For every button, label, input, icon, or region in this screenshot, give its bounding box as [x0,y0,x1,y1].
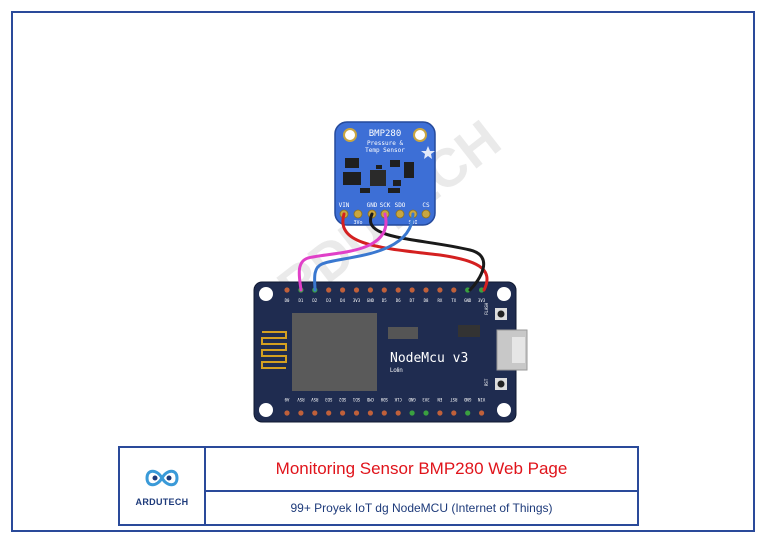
board-bottom-pin-label: GND [464,397,472,402]
wire-black-gnd [368,212,486,292]
board-bottom-pin [381,410,387,416]
page-frame [11,11,755,532]
board-top-pin-label: D6 [396,298,401,303]
board-top-pin [353,287,360,293]
board-bottom-pin-label: RST [450,397,458,402]
page-title: Monitoring Sensor BMP280 Web Page [206,448,637,492]
board-top-pin [451,287,457,293]
board-top-pin [409,287,415,293]
board-top-pin [326,287,332,293]
board-top-pin-label: 3V3 [478,298,486,303]
board-top-pin-label: RX [437,298,442,303]
sensor-pin-gnd: GND [367,202,378,209]
board-bottom-pin [465,410,471,416]
page-subtitle: 99+ Proyek IoT dg NodeMCU (Internet of T… [290,500,553,515]
board-bottom-pin [437,410,443,416]
sensor-pin-3vo: 3Vo [353,220,362,226]
board-top-pin-label: TX [451,298,456,303]
board-bottom-pin [284,410,290,416]
board-top-pin-label: GND [367,298,375,303]
board-top-pin-label: D7 [410,298,415,303]
board-bottom-pin-label: SD3 [325,397,333,402]
board-bottom-pin [409,410,415,416]
board-top-pin-label: D1 [298,298,303,303]
board-bottom-pin [367,410,373,416]
board-bottom-pin-label: CLK [394,397,402,402]
board-bottom-pin [479,410,485,416]
board-bottom-pin [326,410,332,416]
board-name: NodeMcu v3 [390,351,468,366]
board-bottom-pin [353,410,360,416]
board-top-pin-label: D0 [285,298,290,303]
sensor-name: BMP280 [369,129,402,139]
board-bottom-pin [423,410,429,416]
nodemcu-board: NodeMcu v3 Lolin FLASH RST D0 D1 D2 D3 D4 3V3… [253,281,528,423]
board-bottom-pin [340,410,346,416]
board-bottom-pin-label: 3V3 [422,397,430,402]
board-bottom-pin-label: SD0 [380,397,388,402]
logo-text: ARDUTECH [135,497,189,507]
board-top-pin-label: D8 [424,298,429,303]
board-bottom-pin-label: A0 [284,397,289,402]
logo: ARDUTECH [120,448,206,524]
bmp280-module: BMP280 Pressure & Temp Sensor VIN GND SC… [334,121,436,226]
board-bottom-pin-label: EN [437,397,442,402]
wire-blue-sda [313,212,415,292]
board-bottom-pin-label: VIN [477,397,485,402]
board-top-pin [367,287,373,293]
board-top-pin [284,287,290,293]
board-top-pin [479,287,485,293]
wires [297,212,489,292]
board-bottom-pin-label: SD2 [338,397,346,402]
sensor-pin-vin: VIN [339,202,350,209]
star-icon [421,146,435,159]
board-top-pin-label: GND [464,298,472,303]
board-bottom-pin [312,410,318,416]
board-bottom-pin [298,410,304,416]
board-top-pin [381,287,387,293]
sensor-pin-sdo: SDO [395,202,406,209]
board-top-pin [340,287,346,293]
board-top-pin [395,287,401,293]
board-bottom-pin-label: CMD [366,397,374,402]
title-area: Monitoring Sensor BMP280 Web Page 99+ Pr… [206,448,637,524]
board-top-pin-label: D4 [340,298,345,303]
board-bottom-pin-label: GND [408,397,416,402]
board-bottom-pin [451,410,457,416]
sensor-line2: Temp Sensor [365,147,405,154]
sensor-pin-sck: SCK [380,202,391,209]
rst-label: RST [484,378,489,386]
board-top-pin [465,287,471,293]
flash-label: FLASH [484,302,489,315]
sensor-pin-cs: CS [422,202,430,209]
board-top-pin-label: D2 [312,298,317,303]
board-top-pin-label: D5 [382,298,387,303]
board-vendor: Lolin [390,368,403,374]
board-top-pin [437,287,443,293]
board-top-pin-label: D3 [326,298,331,303]
wire-magenta-scl [297,212,388,292]
board-top-pin-label: 3V3 [353,298,361,303]
board-bottom-pin-label: RSV [311,397,319,402]
board-bottom-pin-label: RSV [297,397,305,402]
ardutech-logo-icon [145,469,179,487]
board-bottom-pin-label: SD1 [352,397,360,402]
sensor-line1: Pressure & [367,140,404,147]
board-bottom-pin [395,410,401,416]
wire-red-vin-3v3 [341,212,489,292]
title-block: ARDUTECH Monitoring Sensor BMP280 Web Pa… [118,446,639,526]
board-top-pin [423,287,429,293]
